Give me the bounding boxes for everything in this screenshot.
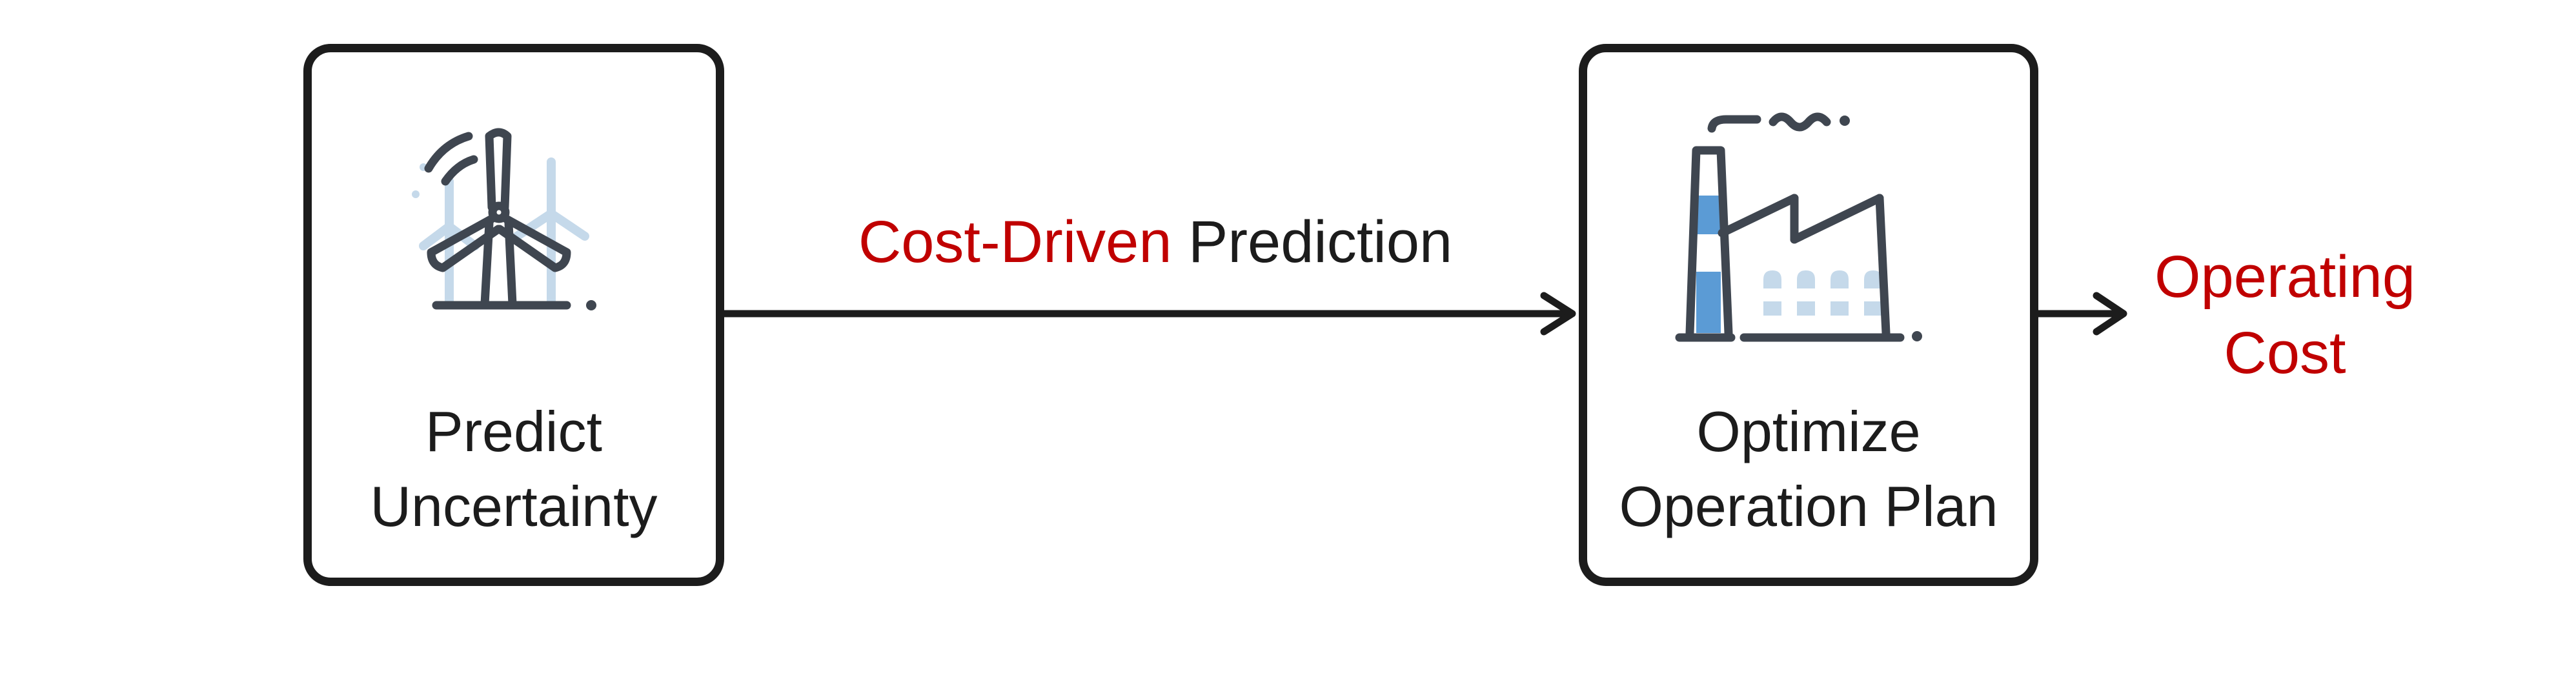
factory-icon <box>1675 112 1922 342</box>
edge-label-accent: Cost-Driven <box>858 209 1172 275</box>
arrowhead-predict-to-optimize <box>1540 292 1576 336</box>
edge-label-plain: Prediction <box>1188 209 1453 275</box>
wind-turbine-icon <box>412 128 596 310</box>
arrowhead-optimize-to-cost <box>2093 292 2127 336</box>
operating-cost-label: Operating Cost <box>2154 244 2416 386</box>
edge-label-cost-driven-prediction: Cost-Driven Prediction <box>839 207 1472 278</box>
optimize-operation-plan-node: Optimize Operation Plan <box>1579 44 2038 586</box>
predict-uncertainty-node: Predict Uncertainty <box>303 44 724 586</box>
predict-uncertainty-label: Predict Uncertainty <box>370 399 658 538</box>
optimize-operation-plan-label: Optimize Operation Plan <box>1619 399 1998 538</box>
